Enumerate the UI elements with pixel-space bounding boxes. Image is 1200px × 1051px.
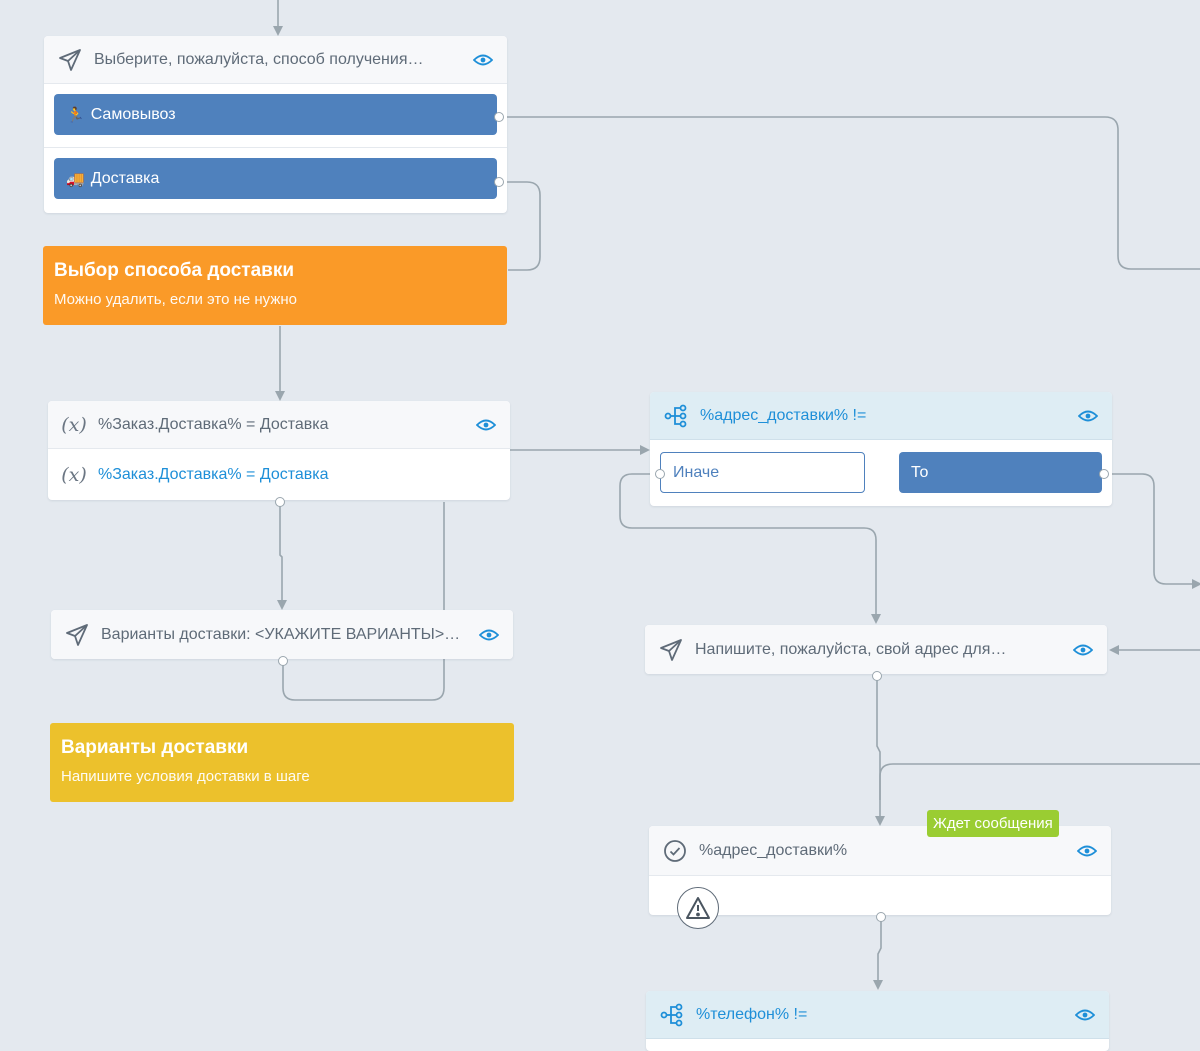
wire-options-loop	[282, 502, 445, 701]
delivery-options-header[interactable]: Варианты доставки: <УКАЖИТЕ ВАРИАНТЫ>…	[51, 610, 513, 659]
delivery-port[interactable]	[494, 177, 504, 187]
eye-icon[interactable]	[477, 623, 501, 647]
variable-icon: (x)	[61, 463, 87, 486]
note-delivery-options[interactable]: Варианты доставки Напишите условия доста…	[50, 723, 514, 802]
delivery-button-label: Доставка	[90, 169, 160, 187]
note-text: Напишите условия доставки в шаге	[61, 768, 310, 785]
address-request-node[interactable]: Напишите, пожалуйста, свой адрес для…	[645, 625, 1107, 674]
truck-icon: 🚚	[66, 170, 85, 188]
pickup-port[interactable]	[494, 112, 504, 122]
branch-icon	[658, 1001, 686, 1029]
eye-icon[interactable]	[1073, 1003, 1097, 1027]
wire-then	[1104, 473, 1200, 589]
send-icon	[63, 621, 91, 649]
variable-icon: (x)	[61, 413, 87, 436]
eye-icon[interactable]	[474, 413, 498, 437]
then-branch[interactable]: То	[899, 452, 1102, 493]
variable-title: %Заказ.Доставка% = Доставка	[98, 415, 329, 433]
condition-phone-node[interactable]: %телефон% !=	[646, 991, 1109, 1051]
then-port[interactable]	[1099, 469, 1109, 479]
condition-address-title: %адрес_доставки% !=	[700, 406, 867, 424]
else-port[interactable]	[655, 469, 665, 479]
waiting-message-badge: Ждет сообщения	[927, 810, 1059, 837]
wire-variable-to-options	[277, 502, 287, 610]
variable-row[interactable]: (x) %Заказ.Доставка% = Доставка	[48, 449, 510, 500]
button-row-pickup: 🏃 Самовывоз	[44, 84, 507, 148]
warning-icon[interactable]	[677, 887, 719, 929]
wire-return-input	[879, 763, 1200, 800]
pickup-button[interactable]: 🏃 Самовывоз	[54, 94, 497, 135]
note-title: Варианты доставки	[61, 737, 249, 758]
address-input-out-port[interactable]	[876, 912, 886, 922]
delivery-options-node[interactable]: Варианты доставки: <УКАЖИТЕ ВАРИАНТЫ>…	[51, 610, 513, 659]
delivery-choice-node[interactable]: Выберите, пожалуйста, способ получения… …	[44, 36, 507, 213]
button-row-delivery: 🚚 Доставка	[44, 148, 507, 212]
eye-icon[interactable]	[1071, 638, 1095, 662]
variable-assignment: %Заказ.Доставка% = Доставка	[98, 465, 329, 483]
send-icon	[56, 46, 84, 74]
condition-address-header[interactable]: %адрес_доставки% !=	[650, 392, 1112, 440]
address-request-header[interactable]: Напишите, пожалуйста, свой адрес для…	[645, 625, 1107, 674]
wire-input-to-phone	[873, 918, 883, 990]
condition-branches: Иначе То	[650, 440, 1112, 505]
eye-icon[interactable]	[1076, 404, 1100, 428]
address-request-out-port[interactable]	[872, 671, 882, 681]
condition-phone-title: %телефон% !=	[696, 1005, 808, 1023]
note-title: Выбор способа доставки	[54, 260, 295, 281]
pickup-button-label: Самовывоз	[90, 105, 176, 123]
eye-icon[interactable]	[471, 48, 495, 72]
variable-out-port[interactable]	[275, 497, 285, 507]
note-delivery-method[interactable]: Выбор способа доставки Можно удалить, ес…	[43, 246, 507, 325]
variable-node[interactable]: (x) %Заказ.Доставка% = Доставка (x) %Зак…	[48, 401, 510, 500]
wire-pickup	[500, 116, 1200, 270]
address-request-title: Напишите, пожалуйста, свой адрес для…	[695, 640, 1007, 658]
address-input-title: %адрес_доставки%	[699, 841, 848, 859]
eye-icon[interactable]	[1075, 839, 1099, 863]
variable-header[interactable]: (x) %Заказ.Доставка% = Доставка	[48, 401, 510, 449]
delivery-options-title: Варианты доставки: <УКАЖИТЕ ВАРИАНТЫ>…	[101, 625, 461, 643]
else-branch[interactable]: Иначе	[660, 452, 865, 493]
condition-phone-header[interactable]: %телефон% !=	[646, 991, 1109, 1039]
condition-address-node[interactable]: %адрес_доставки% != Иначе То	[650, 392, 1112, 506]
note-text: Можно удалить, если это не нужно	[54, 291, 297, 308]
delivery-choice-header[interactable]: Выберите, пожалуйста, способ получения…	[44, 36, 507, 84]
branch-icon	[662, 402, 690, 430]
wire-address-to-input	[875, 676, 885, 826]
check-circle-icon	[661, 837, 689, 865]
delivery-button[interactable]: 🚚 Доставка	[54, 158, 497, 199]
delivery-options-out-port[interactable]	[278, 656, 288, 666]
delivery-choice-title: Выберите, пожалуйста, способ получения…	[94, 50, 424, 68]
running-person-icon: 🏃	[66, 106, 85, 124]
send-icon	[657, 636, 685, 664]
